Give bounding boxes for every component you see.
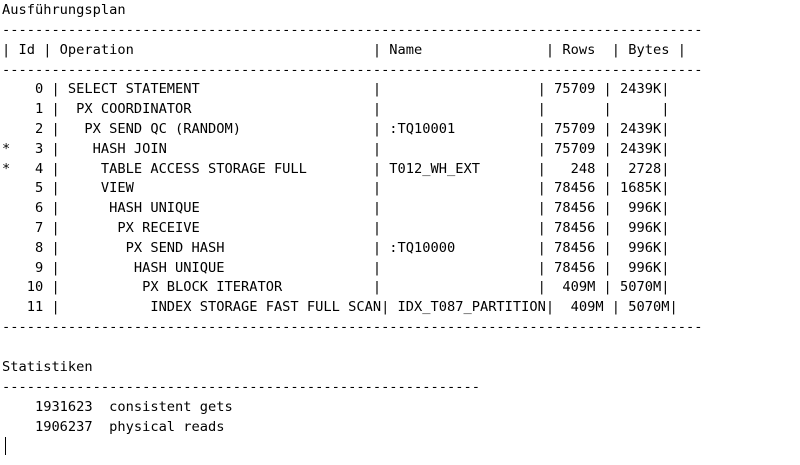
statistics-heading: Statistiken [2, 359, 93, 375]
plan-row: 2 | PX SEND QC (RANDOM) | :TQ10001 | 757… [2, 121, 670, 137]
plan-row: 6 | HASH UNIQUE | | 78456 | 996K| [2, 200, 670, 217]
plan-row: 11 | INDEX STORAGE FAST FULL SCAN| IDX_T… [2, 299, 678, 316]
plan-row: * 3 | HASH JOIN | | 75709 | 2439K| [2, 140, 670, 157]
plan-separator-top: ----------------------------------------… [2, 22, 703, 38]
text-cursor [5, 437, 6, 455]
statistics-separator: ----------------------------------------… [2, 379, 480, 395]
plan-separator-header: ----------------------------------------… [2, 61, 703, 78]
plan-header-row: | Id | Operation | Name | Rows | Bytes | [2, 41, 686, 58]
plan-row: * 4 | TABLE ACCESS STORAGE FULL | T012_W… [2, 160, 670, 177]
plan-row: 0 | SELECT STATEMENT | | 75709 | 2439K| [2, 81, 670, 98]
plan-row: 1 | PX COORDINATOR | | | | [2, 101, 670, 118]
plan-row: 8 | PX SEND HASH | :TQ10000 | 78456 | 99… [2, 239, 670, 256]
statistic-item: 1931623 consistent gets [2, 399, 233, 415]
plan-separator-bottom: ----------------------------------------… [2, 319, 703, 335]
plan-row: 5 | VIEW | | 78456 | 1685K| [2, 180, 670, 197]
plan-row: 9 | HASH UNIQUE | | 78456 | 996K| [2, 259, 670, 276]
plan-row: 7 | PX RECEIVE | | 78456 | 996K| [2, 220, 670, 236]
plan-heading: Ausführungsplan [2, 2, 126, 18]
plan-row: 10 | PX BLOCK ITERATOR | | 409M | 5070M| [2, 279, 670, 296]
statistic-item: 1906237 physical reads [2, 418, 225, 435]
